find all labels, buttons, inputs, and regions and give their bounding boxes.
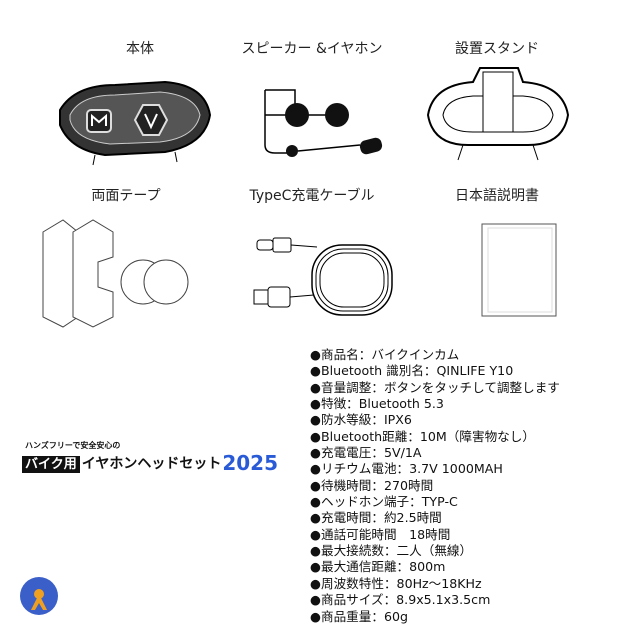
spec-item: ●Bluetooth 識別名：QINLIFE Y10: [310, 363, 514, 379]
label-double-sided-tape: 両面テープ: [91, 188, 161, 204]
label-mount-stand: 設置スタンド: [455, 41, 539, 57]
spec-item: ●ヘッドホン端子：TYP-C: [310, 494, 458, 510]
label-main-unit: 本体: [126, 41, 154, 57]
spec-item: ●商品名：バイクインカム: [310, 347, 460, 362]
spec-item: ●音量調整：ボタンをタッチして調整します: [310, 379, 560, 395]
brand-logo: [20, 577, 58, 615]
spec-item: ●特徴：Bluetooth 5.3: [310, 396, 444, 412]
label-manual: 日本語説明書: [455, 188, 539, 204]
spec-item: ●商品サイズ：8.9x5.1x3.5cm: [310, 592, 491, 608]
label-speaker-earphone: スピーカー &イヤホン: [241, 41, 383, 57]
spec-item: ●最大通信距離：800m: [310, 559, 446, 575]
spec-item: ●周波数特性：80Hz～18KHz: [310, 575, 482, 591]
spec-item: ●リチウム電池：3.7V 1000MAH: [310, 461, 503, 477]
spec-item: ●最大接続数：二人（無線）: [310, 543, 473, 559]
spec-item: ●待機時間：270時間: [310, 477, 434, 493]
label-typec-cable: TypeC充電ケーブル: [249, 188, 375, 204]
spec-item: ●Bluetooth距離：10M（障害物なし）: [310, 428, 535, 444]
speaker-earphone-image: [264, 89, 383, 157]
typec-cable-image: [253, 237, 393, 316]
spec-list: ●商品名：バイクインカム ●Bluetooth 識別名：QINLIFE Y10 …: [310, 347, 560, 625]
mount-stand-image: [426, 67, 570, 161]
manual-image: [481, 223, 557, 317]
tagline-year: 2025: [222, 451, 279, 475]
product-tagline: ハンズフリーで安全安心の バイク用 イヤホンヘッドセット 2025: [22, 440, 278, 473]
tagline-main: イヤホンヘッドセット: [81, 456, 222, 472]
spec-item: ●防水等級：IPX6: [310, 412, 412, 428]
tagline-badge: バイク用: [22, 456, 80, 473]
spec-item: ●商品重量：60g: [310, 608, 408, 624]
tagline-sub: ハンズフリーで安全安心の: [25, 441, 121, 450]
main-unit-image: [59, 80, 212, 166]
spec-item: ●充電電圧：5V/1A: [310, 445, 422, 461]
spec-item: ●通話可能時間 18時間: [310, 526, 451, 542]
double-sided-tape-image: [42, 219, 189, 328]
spec-item: ●充電時間：約2.5時間: [310, 510, 442, 526]
